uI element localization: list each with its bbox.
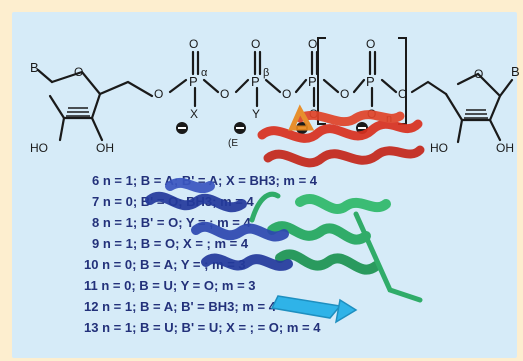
ring-oxygen-left: O [74, 65, 83, 79]
compound-row-11: 11 n = 0; B = U; Y = O; m = 3 [84, 278, 256, 293]
red-helix [257, 104, 425, 168]
oxo-3: O [308, 37, 317, 51]
structure-labels: B B O O O O O O O P P P P α β O O O O X … [30, 37, 520, 155]
hydroxyl-1: HO [30, 141, 48, 155]
oxo-1: O [189, 37, 198, 51]
compound-row-8: 8 n = 1; B' = O; Y = ; m = 4 [92, 215, 251, 230]
ring-oxygen-right: O [474, 67, 483, 81]
oxygen-link-3: O [282, 87, 291, 101]
figure-panel [12, 12, 517, 358]
phosphorus-alpha: P [189, 74, 198, 89]
oxygen-link-2: O [220, 87, 229, 101]
oxo-2: O [251, 37, 260, 51]
y-substituent: Y [252, 107, 260, 121]
oxygen-link-1: O [154, 87, 163, 101]
base-right-label: B [511, 64, 520, 79]
oxo-4: O [366, 37, 375, 51]
cyan-strand [270, 295, 358, 324]
compound-row-12: 12 n = 1; B = A; B' = BH3; m = 4 [84, 299, 277, 314]
x-substituent: X [190, 107, 198, 121]
compound-row-6: 6 n = 1; B = A; B' = A; X = BH3; m = 4 [92, 173, 318, 188]
hydroxyl-2: OH [96, 141, 114, 155]
compound-row-9: 9 n = 1; B = O; X = ; m = 4 [92, 236, 249, 251]
hydroxyl-3: HO [430, 141, 448, 155]
phosphorus-3: P [308, 74, 317, 89]
hydroxyl-4: OH [496, 141, 514, 155]
partial-label: (E [228, 138, 238, 149]
base-left-label: B [30, 60, 39, 75]
blue-helix [145, 177, 293, 271]
compound-row-13: 13 n = 1; B = U; B' = U; X = ; = O; m = … [84, 320, 321, 335]
oxygen-link-4: O [340, 87, 349, 101]
phosphorus-4: P [366, 74, 375, 89]
stereo-hash [66, 107, 488, 119]
beta-label: β [263, 67, 269, 79]
green-helix [249, 191, 423, 303]
alpha-label: α [201, 67, 208, 79]
phosphorus-beta: P [251, 74, 260, 89]
protein-ribbon-image [145, 104, 425, 324]
oxygen-link-5: O [398, 87, 407, 101]
